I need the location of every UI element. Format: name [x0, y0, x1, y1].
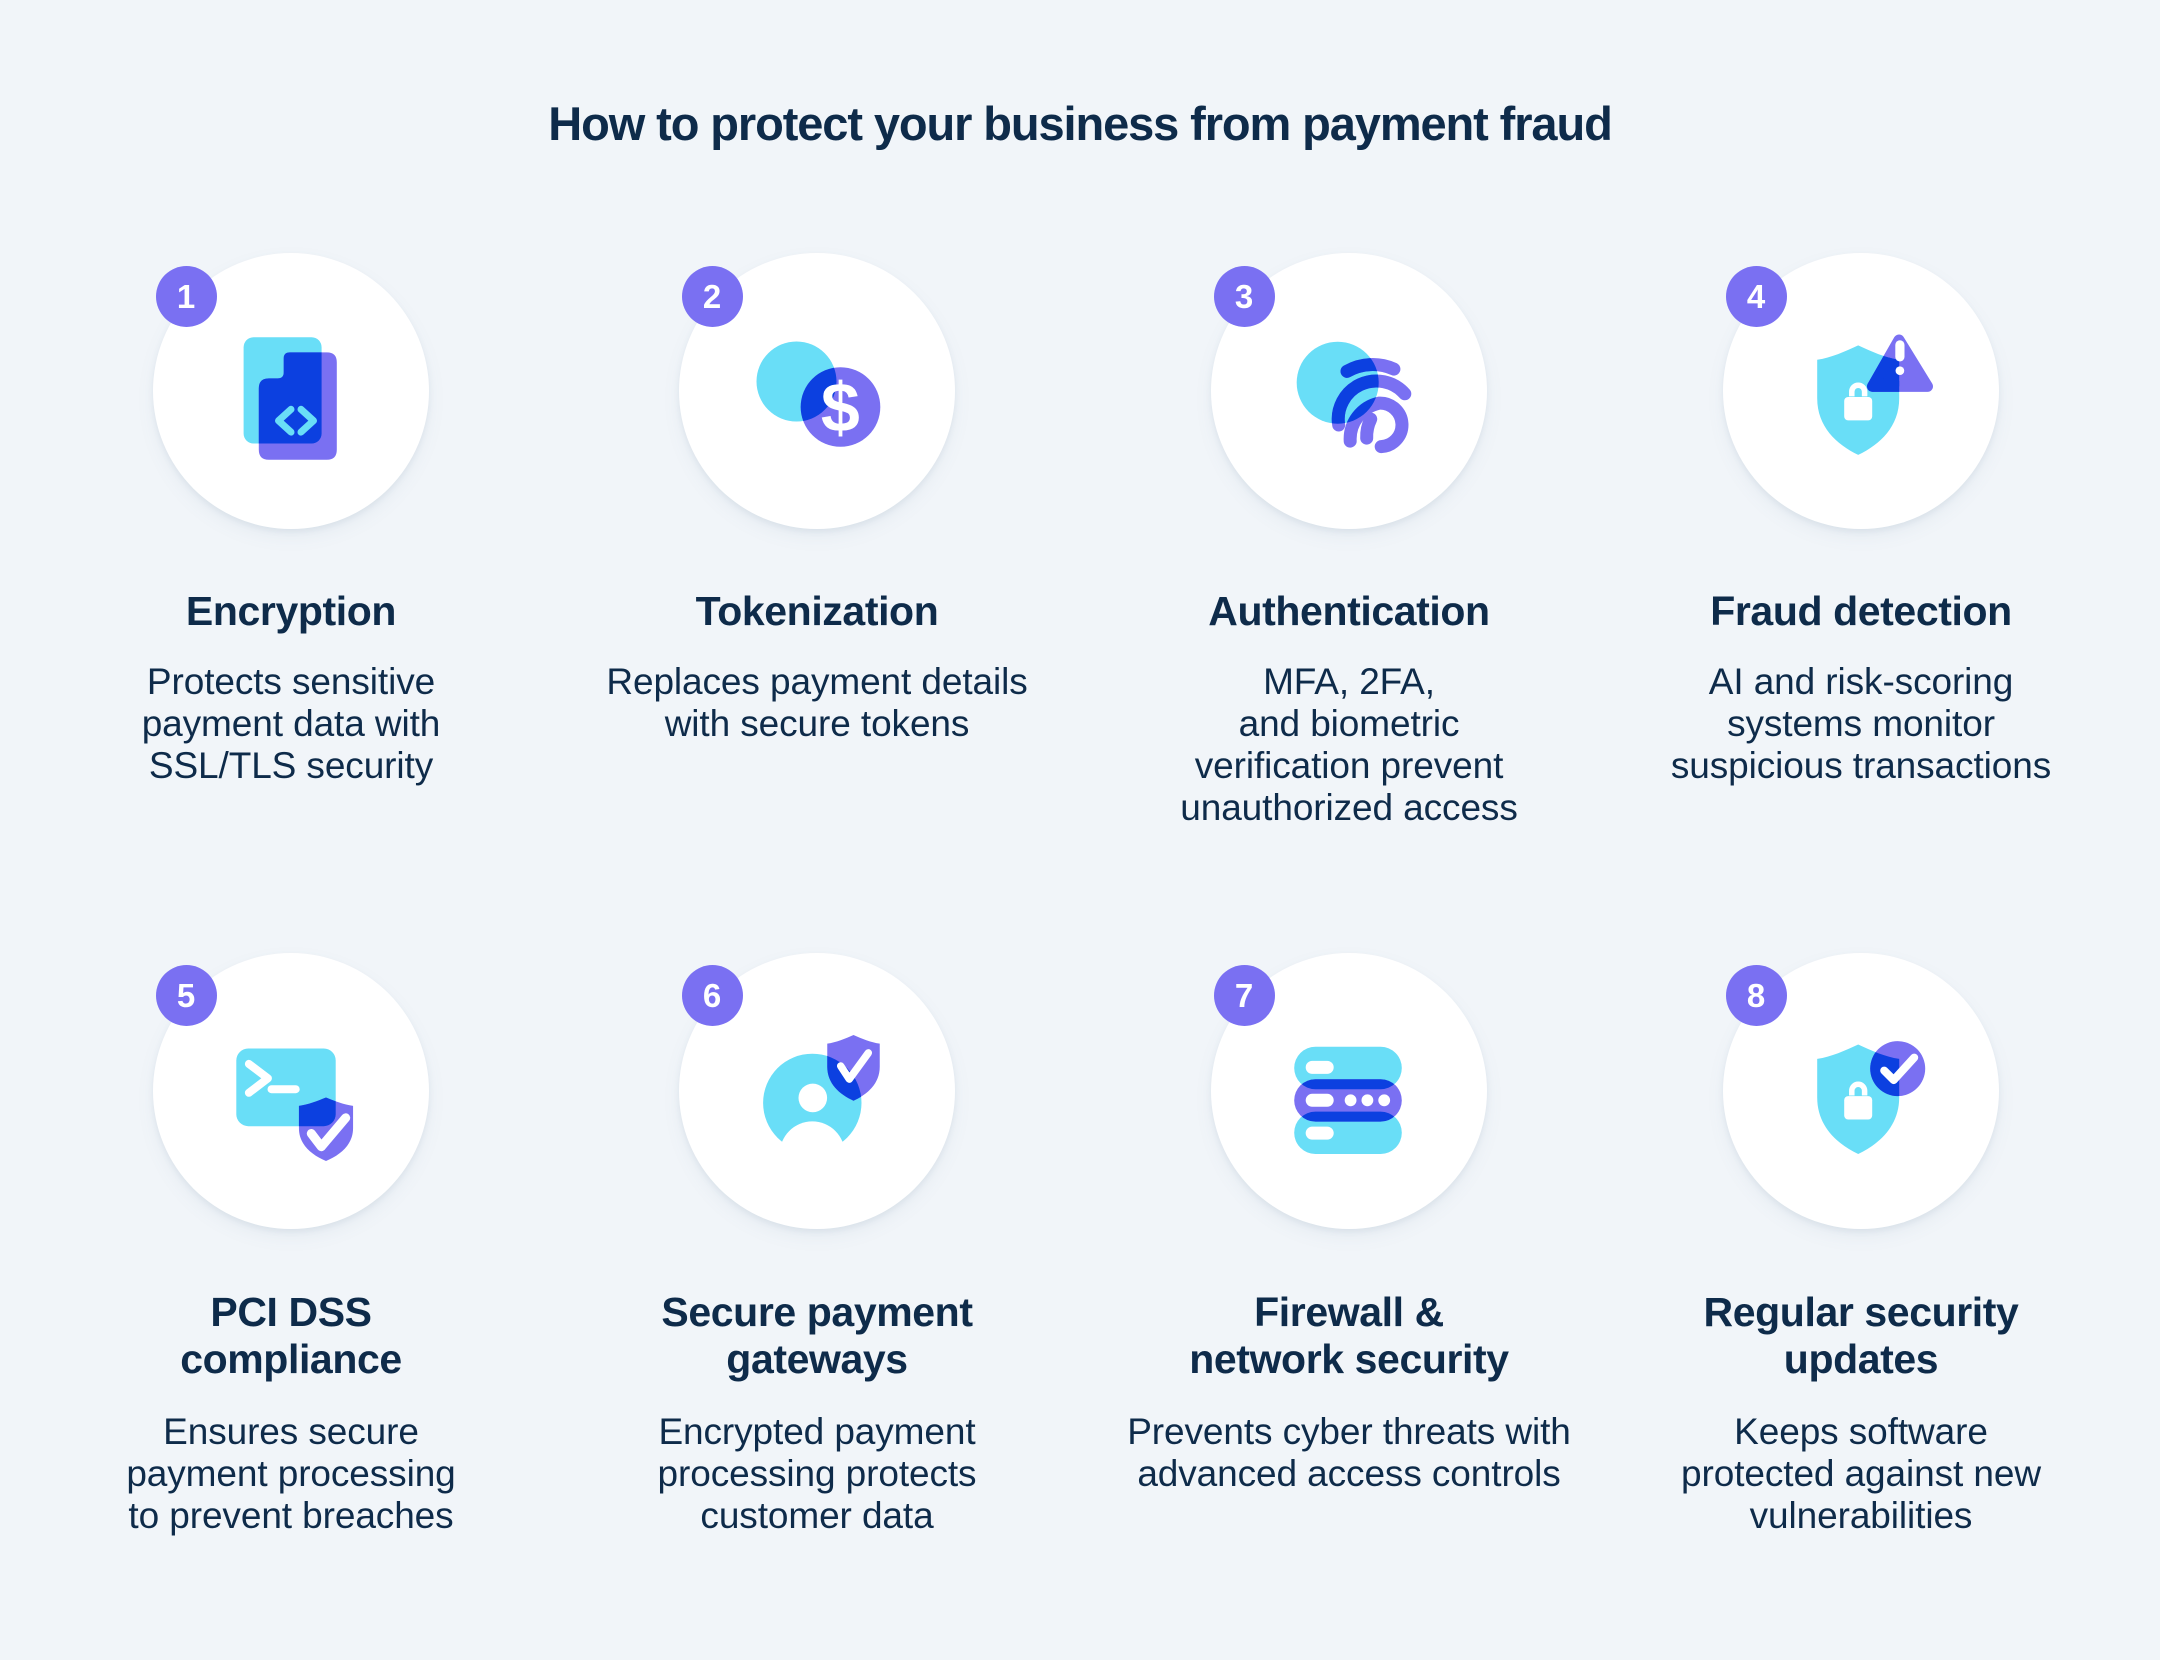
svg-text:$: $ [821, 369, 860, 447]
